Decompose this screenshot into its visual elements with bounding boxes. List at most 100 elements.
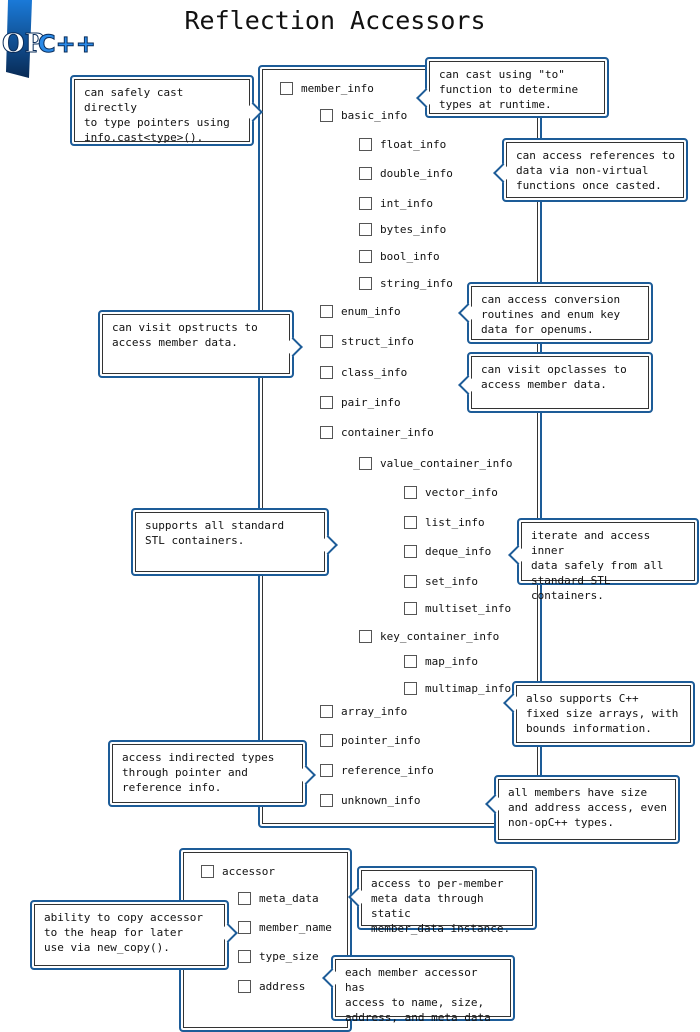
callout-text: each member accessor has access to name,… [345,966,491,1024]
checkbox-icon[interactable] [238,950,251,963]
tree-item-address[interactable]: address [238,980,305,993]
checkbox-icon[interactable] [404,486,417,499]
tree-item-value-container-info[interactable]: value_container_info [359,457,512,470]
checkbox-icon[interactable] [404,516,417,529]
callout-note: access to per-member meta data through s… [348,866,537,935]
tree-item-vector-info[interactable]: vector_info [404,486,498,499]
tree-item-label: set_info [425,575,478,588]
callout-text: can cast using "to" function to determin… [439,68,579,111]
checkbox-icon[interactable] [359,250,372,263]
callout-note: can cast using "to" function to determin… [416,57,609,118]
tree-item-array-info[interactable]: array_info [320,705,407,718]
tree-item-accessor[interactable]: accessor [201,865,275,878]
callout-text: can visit opclasses to access member dat… [481,363,627,391]
tree-item-multimap-info[interactable]: multimap_info [404,682,511,695]
tree-item-list-info[interactable]: list_info [404,516,485,529]
checkbox-icon[interactable] [320,396,333,409]
tree-item-string-info[interactable]: string_info [359,277,453,290]
callout-text: can access conversion routines and enum … [481,293,621,336]
tree-item-map-info[interactable]: map_info [404,655,478,668]
tree-item-struct-info[interactable]: struct_info [320,335,414,348]
svg-text:C++: C++ [38,30,96,58]
checkbox-icon[interactable] [359,223,372,236]
checkbox-icon[interactable] [359,138,372,151]
tree-item-label: string_info [380,277,453,290]
tree-item-label: address [259,980,306,993]
callout-text: access to per-member meta data through s… [371,877,511,935]
callout-note: ability to copy accessor to the heap for… [30,900,238,970]
tree-item-pointer-info[interactable]: pointer_info [320,734,420,747]
tree-item-multiset-info[interactable]: multiset_info [404,602,511,615]
checkbox-icon[interactable] [359,457,372,470]
checkbox-icon[interactable] [320,764,333,777]
tree-item-label: unknown_info [341,794,421,807]
checkbox-icon[interactable] [280,82,293,95]
checkbox-icon[interactable] [404,682,417,695]
page-title: Reflection Accessors [184,6,486,35]
checkbox-icon[interactable] [359,277,372,290]
tree-item-bytes-info[interactable]: bytes_info [359,223,446,236]
checkbox-icon[interactable] [320,366,333,379]
tree-item-label: multiset_info [425,602,512,615]
checkbox-icon[interactable] [320,734,333,747]
tree-item-member-name[interactable]: member_name [238,921,332,934]
callout-text: can access references to data via non-vi… [516,149,675,192]
tree-item-enum-info[interactable]: enum_info [320,305,401,318]
tree-item-label: value_container_info [380,457,513,470]
tree-item-class-info[interactable]: class_info [320,366,407,379]
tree-item-key-container-info[interactable]: key_container_info [359,630,499,643]
tree-item-meta-data[interactable]: meta_data [238,892,319,905]
checkbox-icon[interactable] [359,167,372,180]
tree-item-label: type_size [259,950,319,963]
tree-item-label: accessor [222,865,275,878]
callout-text: can safely cast directly to type pointer… [84,86,230,144]
checkbox-icon[interactable] [404,602,417,615]
checkbox-icon[interactable] [320,794,333,807]
checkbox-icon[interactable] [404,545,417,558]
checkbox-icon[interactable] [320,109,333,122]
tree-item-label: map_info [425,655,478,668]
tree-item-set-info[interactable]: set_info [404,575,478,588]
callout-note: can visit opstructs to access member dat… [98,310,303,378]
checkbox-icon[interactable] [238,980,251,993]
tree-item-label: vector_info [425,486,498,499]
checkbox-icon[interactable] [238,892,251,905]
tree-item-label: float_info [380,138,447,151]
callout-note: also supports C++ fixed size arrays, wit… [503,681,695,747]
checkbox-icon[interactable] [404,655,417,668]
tree-item-label: multimap_info [425,682,512,695]
tree-item-label: deque_info [425,545,492,558]
tree-item-label: member_info [301,82,374,95]
checkbox-icon[interactable] [320,305,333,318]
checkbox-icon[interactable] [359,197,372,210]
callout-note: supports all standard STL containers. [131,508,338,576]
callout-note: can visit opclasses to access member dat… [458,352,653,413]
checkbox-icon[interactable] [201,865,214,878]
tree-item-float-info[interactable]: float_info [359,138,446,151]
tree-item-pair-info[interactable]: pair_info [320,396,401,409]
tree-item-basic-info[interactable]: basic_info [320,109,407,122]
tree-item-double-info[interactable]: double_info [359,167,453,180]
callout-text: access indirected types through pointer … [122,751,275,794]
checkbox-icon[interactable] [404,575,417,588]
tree-item-int-info[interactable]: int_info [359,197,433,210]
tree-item-label: meta_data [259,892,319,905]
tree-item-member-info[interactable]: member_info [280,82,374,95]
tree-item-deque-info[interactable]: deque_info [404,545,491,558]
tree-item-unknown-info[interactable]: unknown_info [320,794,420,807]
checkbox-icon[interactable] [320,426,333,439]
checkbox-icon[interactable] [238,921,251,934]
checkbox-icon[interactable] [359,630,372,643]
tree-item-bool-info[interactable]: bool_info [359,250,440,263]
callout-text: can visit opstructs to access member dat… [112,321,258,349]
callout-text: also supports C++ fixed size arrays, wit… [526,692,679,735]
checkbox-icon[interactable] [320,705,333,718]
tree-item-label: bytes_info [380,223,447,236]
tree-item-label: key_container_info [380,630,500,643]
tree-item-container-info[interactable]: container_info [320,426,434,439]
checkbox-icon[interactable] [320,335,333,348]
callout-text: supports all standard STL containers. [145,519,285,547]
tree-item-reference-info[interactable]: reference_info [320,764,434,777]
tree-item-label: container_info [341,426,434,439]
tree-item-type-size[interactable]: type_size [238,950,319,963]
